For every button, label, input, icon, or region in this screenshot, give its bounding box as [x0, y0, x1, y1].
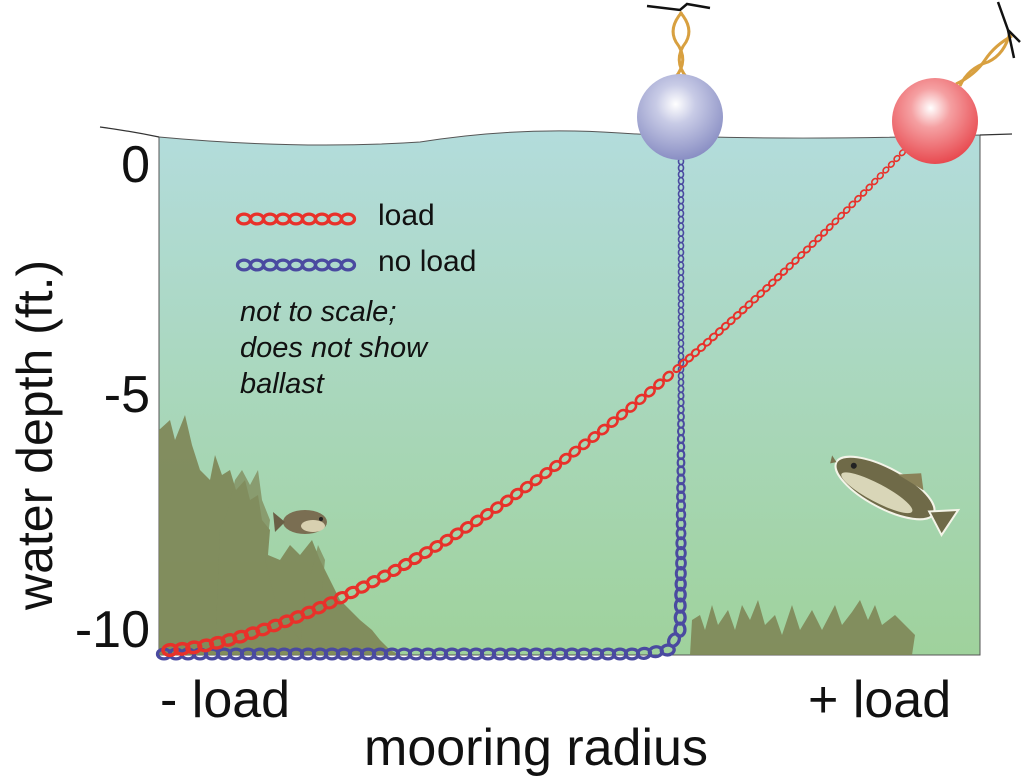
chain-link-load [606, 416, 619, 429]
legend-load-label: load [378, 199, 435, 232]
fish-small-icon [273, 510, 327, 534]
load-buoy [892, 78, 978, 164]
chain-link-load [173, 641, 191, 656]
chain-link-load [185, 640, 203, 655]
chain-link-load [876, 172, 885, 180]
chain-link-load [882, 166, 890, 174]
chain-link-load [825, 223, 834, 232]
chain-link-load [615, 408, 629, 421]
chain-link-load [848, 200, 857, 209]
anchor-line-no-load-icon [646, 2, 711, 12]
chain-link-load [887, 160, 896, 168]
water-surface-line [99, 126, 160, 138]
chain-link-load [820, 228, 829, 237]
chain-link-load [865, 183, 873, 192]
chain-link-load [161, 642, 179, 658]
note-line-3: ballast [240, 368, 324, 400]
chain-link-load [831, 217, 840, 226]
legend-no-load-label: no load [378, 245, 477, 278]
legend-no-load-link [339, 258, 357, 272]
chain-link-no-load [674, 566, 687, 581]
chain-link-no-load [673, 597, 687, 614]
x-axis-label: mooring radius [364, 719, 708, 777]
legend-load-link [339, 212, 357, 226]
y-tick-0: 0 [121, 136, 150, 194]
anchor-line-load-icon [996, 1, 1021, 59]
chain-link-load [643, 386, 656, 398]
y-tick-minus-10: -10 [74, 601, 150, 659]
note-line-1: not to scale; [240, 296, 397, 328]
chain-link-load [662, 370, 675, 382]
fish-bass-icon [830, 455, 961, 538]
legend-load-swatch [235, 212, 357, 226]
note-line-2: does not show [240, 332, 428, 364]
chain-link-load [625, 401, 638, 413]
chain-link-load [859, 189, 868, 197]
weeds-left [159, 415, 400, 655]
chain-link-load [634, 393, 647, 406]
y-axis-label: water depth (ft.) [7, 259, 63, 610]
load-mooring-line [161, 149, 907, 658]
chain-link-load [842, 206, 851, 214]
x-axis-left-label: - load [160, 671, 291, 729]
chain-link-load [870, 177, 879, 186]
water-surface-line-right [979, 133, 1013, 136]
diagram-note: not to scale; does not show ballast [240, 294, 427, 402]
rope-no-load-icon [671, 11, 691, 79]
chain-link-no-load [675, 555, 687, 571]
chain-link-load [854, 194, 862, 203]
chain-link-no-load [674, 576, 687, 592]
chain-link-load [596, 423, 610, 436]
chain-link-load [653, 378, 665, 390]
weeds-right [690, 600, 915, 655]
water-body [158, 130, 981, 656]
chain-link-no-load [659, 643, 676, 657]
legend-no-load-swatch [235, 258, 357, 272]
chain-link-load [893, 154, 901, 163]
no-load-buoy [637, 74, 723, 160]
chain-link-load [837, 211, 846, 220]
x-axis-right-label: + load [808, 671, 952, 729]
rope-load-icon [955, 31, 1013, 87]
chain-link-no-load [674, 586, 687, 603]
y-tick-minus-5: -5 [103, 366, 150, 424]
